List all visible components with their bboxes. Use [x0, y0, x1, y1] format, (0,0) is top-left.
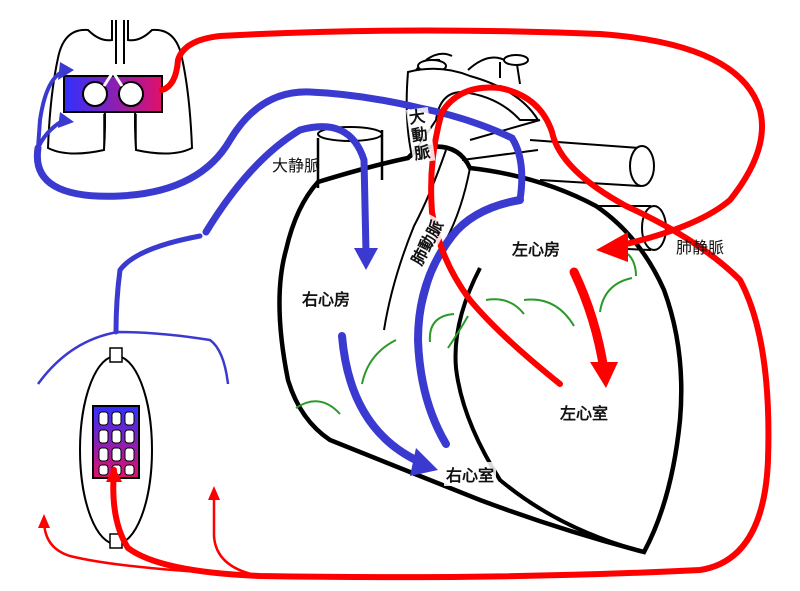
label-left-ventricle: 左心室 — [558, 400, 611, 424]
deoxygenated-blood-paths — [33, 70, 526, 466]
oxygenated-arrowheads — [38, 232, 628, 528]
label-right-atrium: 右心房 — [300, 286, 353, 310]
label-right-ventricle: 右心室 — [444, 462, 497, 486]
lung-gas-exchange-box — [63, 69, 163, 113]
oxygenated-blood-paths — [42, 27, 772, 581]
label-superior-vena-cava: 大静脈 — [272, 156, 321, 175]
heart-valves — [295, 253, 637, 415]
lungs — [46, 20, 194, 155]
label-left-atrium: 左心房 — [510, 236, 563, 260]
label-pulmonary-vein: 肺静脈 — [676, 238, 725, 257]
deoxygenated-arrowheads — [58, 62, 438, 476]
body-tissue — [36, 330, 230, 549]
